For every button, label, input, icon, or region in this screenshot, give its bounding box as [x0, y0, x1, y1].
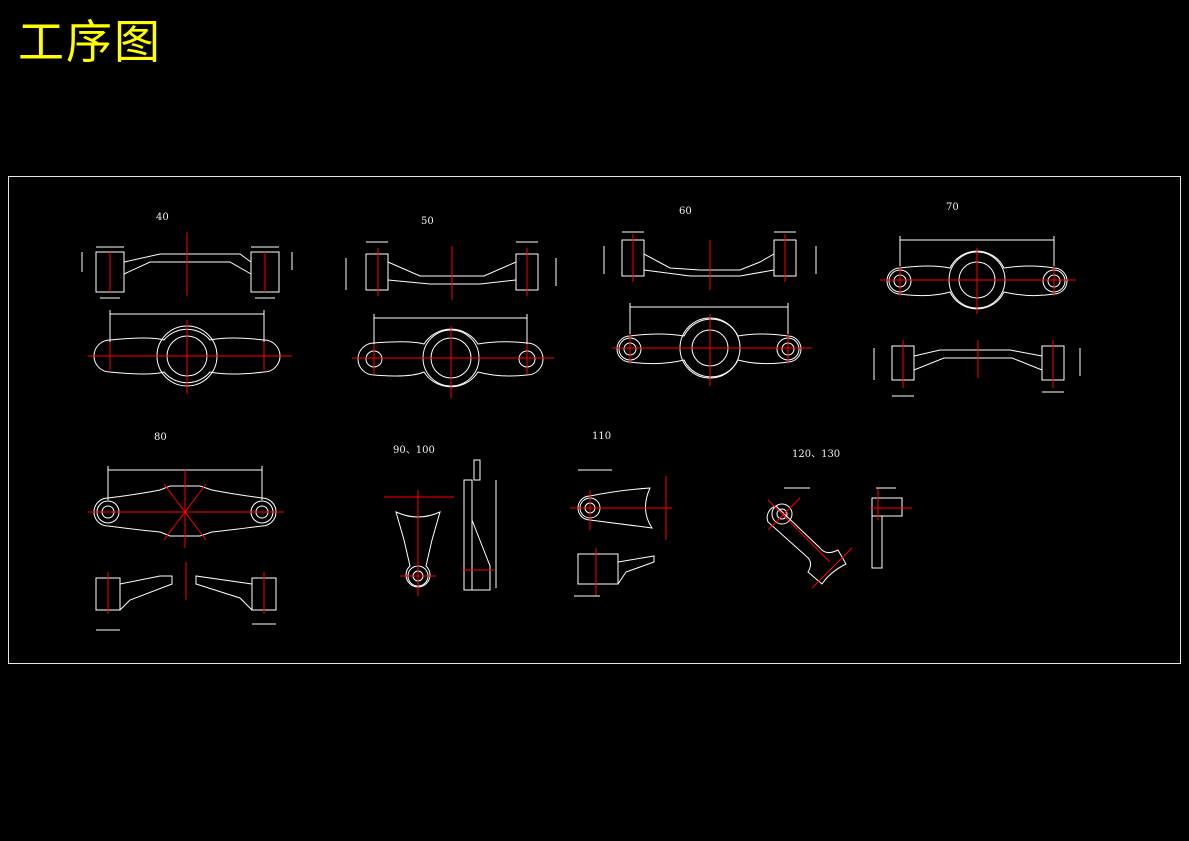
op60-side-view [603, 231, 817, 290]
op50-top-view [352, 314, 554, 398]
op80-side-views [95, 562, 277, 631]
op110-top-view [570, 469, 672, 540]
operation-label-40: 40 [156, 212, 169, 223]
operation-label-60: 60 [679, 206, 692, 217]
op90-front-view [384, 490, 454, 596]
op110-side-view [574, 548, 655, 597]
op80-top-view [88, 466, 284, 548]
operation-label-50: 50 [421, 216, 434, 227]
op60-top-view [612, 303, 812, 386]
operation-label-80: 80 [154, 432, 167, 443]
operation-label-120-130: 120、130 [792, 449, 841, 460]
op120-front-view [766, 487, 853, 589]
drawing-frame [8, 176, 1181, 664]
page-title: 工序图 [18, 15, 162, 69]
op70-side-view [873, 340, 1081, 397]
op40-top-view [88, 310, 292, 394]
op120-side-view [870, 487, 912, 569]
op70-top-view [880, 236, 1076, 314]
operation-label-110: 110 [592, 431, 612, 442]
op50-side-view [345, 241, 557, 300]
op40-side-view [81, 232, 293, 299]
operation-label-70: 70 [946, 202, 959, 213]
operation-label-90-100: 90、100 [393, 445, 435, 456]
op90-side-view [462, 459, 497, 591]
